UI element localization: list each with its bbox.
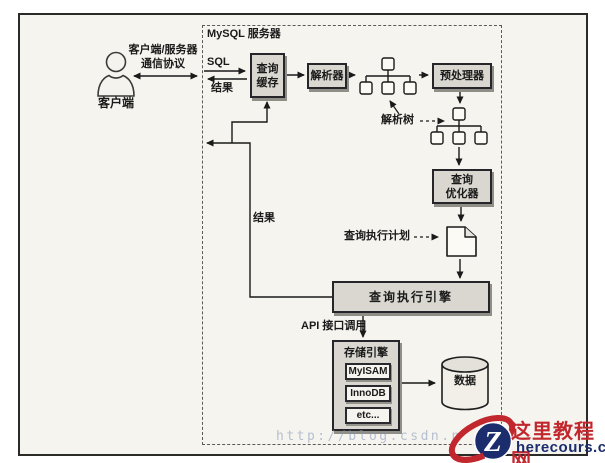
optimizer-node: 查询 优化器: [432, 169, 492, 204]
engine-item-myisam: MyISAM: [345, 363, 391, 380]
optimizer-label-line1: 查询: [451, 173, 473, 186]
preprocessor-label: 预处理器: [440, 70, 484, 82]
protocol-label-line2: 通信协议: [141, 58, 185, 70]
client-label: 客户端: [97, 96, 134, 110]
engine-item-label: MyISAM: [348, 365, 388, 377]
site-name-text: 这里教程网: [511, 421, 595, 463]
engine-item-etc: etc...: [345, 407, 391, 424]
data-store-label: 数据: [454, 375, 476, 387]
result-from-engine-label: 结果: [253, 212, 275, 224]
sql-label: SQL: [207, 56, 230, 68]
api-call-label: API 接口调用: [301, 320, 367, 332]
site-domain-text: herecours.com: [516, 439, 605, 456]
storage-engine-title: 存储引擎: [344, 347, 388, 359]
engine-item-label: InnoDB: [350, 387, 386, 399]
server-box-label: MySQL 服务器: [207, 28, 281, 40]
execution-engine-label: 查询执行引擎: [368, 290, 453, 304]
faint-url-watermark: http://blog.csdn.n: [276, 429, 462, 444]
query-cache-node: 查询 缓存: [250, 53, 285, 98]
execution-engine-node: 查询执行引擎: [332, 281, 490, 313]
parse-tree-label: 解析树: [381, 114, 414, 126]
engine-item-label: etc...: [356, 409, 380, 421]
engine-item-innodb: InnoDB: [345, 385, 391, 402]
parser-label: 解析器: [310, 70, 344, 82]
storage-engine-node: 存储引擎 MyISAM InnoDB etc...: [332, 340, 400, 431]
result-to-client-label: 结果: [211, 82, 233, 94]
preprocessor-node: 预处理器: [432, 63, 492, 89]
query-cache-label-line1: 查询: [256, 62, 279, 75]
query-cache-label-line2: 缓存: [256, 76, 279, 89]
optimizer-label-line2: 优化器: [445, 187, 479, 200]
parser-node: 解析器: [307, 63, 347, 89]
mysql-server-box: [202, 25, 502, 445]
protocol-label-line1: 客户端/服务器: [128, 44, 198, 56]
query-plan-label: 查询执行计划: [344, 230, 410, 242]
